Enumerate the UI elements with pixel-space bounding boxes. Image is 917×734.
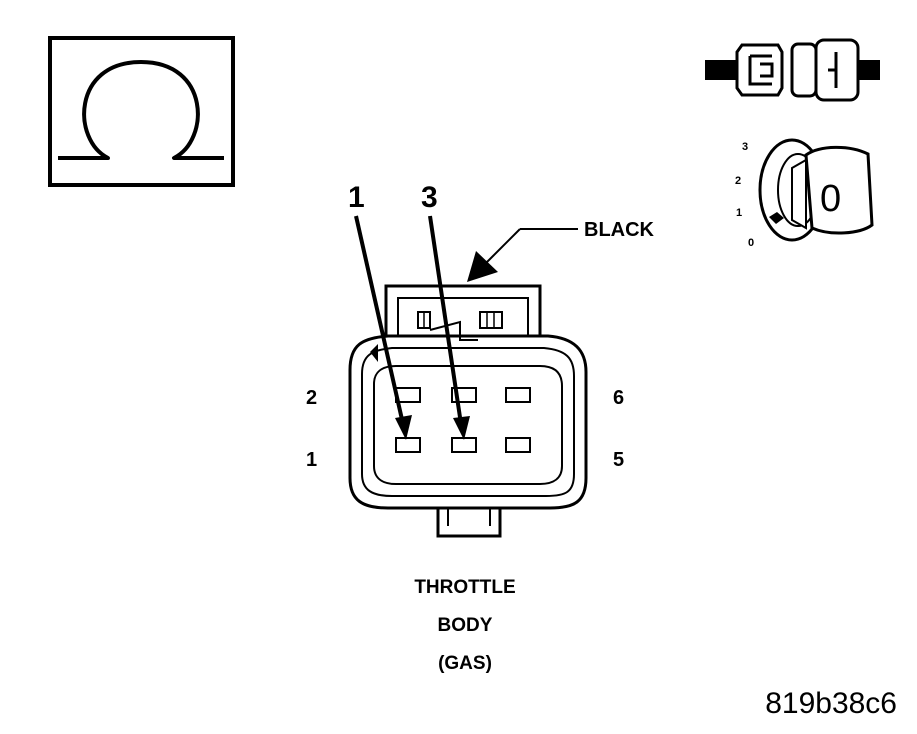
pin-cavity [395, 437, 421, 453]
key-position-3: 3 [742, 141, 748, 153]
pin-label-6: 6 [613, 387, 624, 409]
key-position-0: 0 [748, 237, 754, 249]
title-line-2: BODY [438, 615, 493, 636]
probe-label-3: 3 [421, 181, 438, 214]
key-position-1: 1 [736, 207, 742, 219]
probe-3: 3 [421, 181, 470, 440]
pin-cavity [451, 437, 477, 453]
connector-disconnect-icon [705, 38, 880, 102]
color-label: BLACK [584, 219, 655, 241]
title-line-1: THROTTLE [414, 577, 515, 598]
ignition-key-icon: 3 2 1 0 0 [735, 138, 874, 249]
pin-label-5: 5 [613, 449, 624, 471]
pin-cavity [505, 387, 531, 403]
pin-label-1: 1 [306, 449, 317, 471]
title-line-3: (GAS) [438, 653, 492, 674]
key-position-2: 2 [735, 175, 741, 187]
probe-label-1: 1 [348, 181, 365, 214]
throttle-body-connector [348, 284, 588, 538]
ohm-icon [48, 36, 235, 187]
pin-label-2: 2 [306, 387, 317, 409]
figure-id: 819b38c6 [765, 687, 897, 720]
key-label: 0 [820, 178, 841, 220]
probe-1: 1 [348, 181, 412, 440]
pin-cavity [505, 437, 531, 453]
color-callout: BLACK [467, 219, 655, 282]
